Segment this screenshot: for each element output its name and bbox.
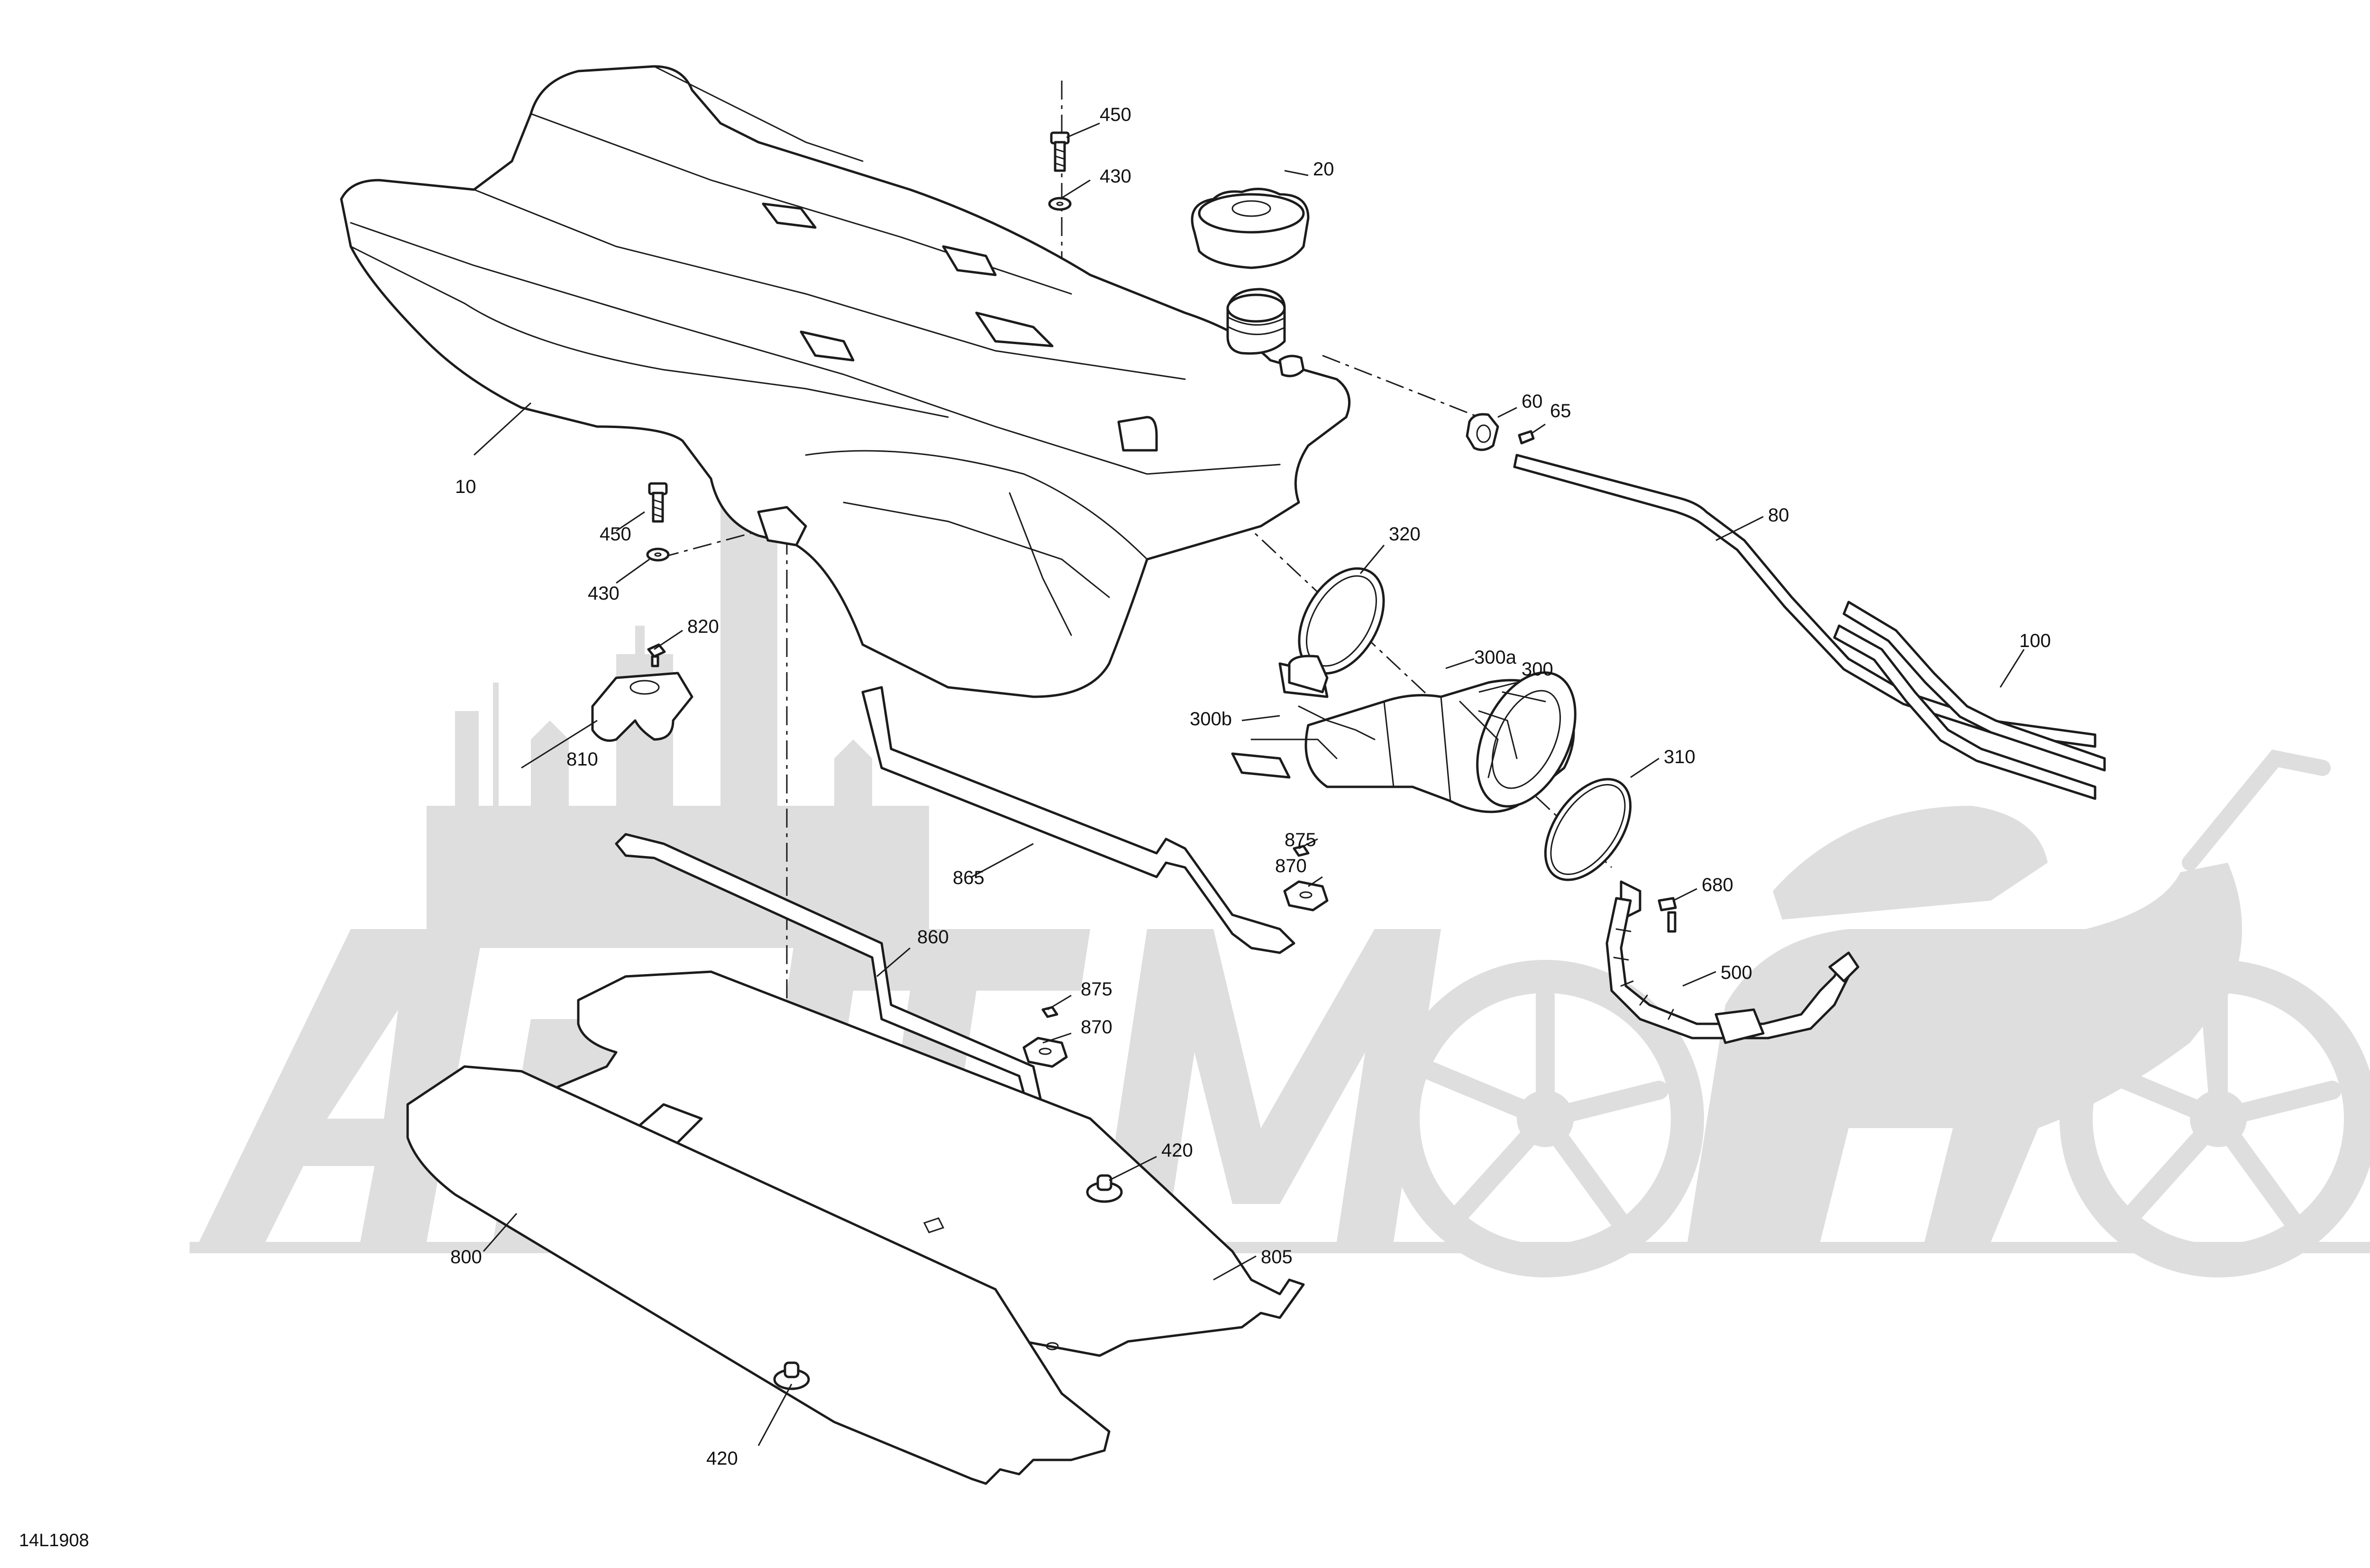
leader-lines xyxy=(473,122,2025,1446)
callout-420-lower: 420 xyxy=(706,1448,738,1469)
bracket-810 xyxy=(591,672,693,742)
vent-grommet-60 xyxy=(1466,413,1499,451)
callout-680: 680 xyxy=(1702,875,1733,895)
fuel-hose-500 xyxy=(1605,880,1860,1044)
callout-450-lower: 450 xyxy=(600,524,631,545)
plate-800 xyxy=(406,1065,1111,1485)
callout-430-upper: 430 xyxy=(1100,166,1131,187)
callout-800: 800 xyxy=(450,1247,482,1267)
diagram-code: 14L1908 xyxy=(19,1531,89,1550)
clamp-680 xyxy=(1658,897,1677,933)
callout-820: 820 xyxy=(687,616,719,637)
callout-870-lower: 870 xyxy=(1081,1017,1112,1038)
callout-430-lower: 430 xyxy=(588,583,620,604)
strap-865 xyxy=(861,686,1295,954)
callout-875-upper: 875 xyxy=(1285,830,1316,850)
callout-60: 60 xyxy=(1522,391,1543,412)
retaining-ring-310 xyxy=(1544,778,1632,881)
vent-hose-80 xyxy=(1513,454,2097,748)
callout-865: 865 xyxy=(953,867,984,888)
washer-430-lower xyxy=(646,547,670,562)
fuel-tank xyxy=(340,65,1351,698)
callout-labels: 10 20 60 65 80 100 300 300a 300b 310 320… xyxy=(450,104,2051,1469)
bolt-450-upper xyxy=(1050,131,1070,172)
callout-300a: 300a xyxy=(1474,647,1517,668)
callout-805: 805 xyxy=(1261,1247,1293,1267)
callout-860: 860 xyxy=(917,927,949,948)
callout-310: 310 xyxy=(1664,747,1695,767)
fuel-pump-module-300 xyxy=(1250,671,1577,813)
nut-870-upper xyxy=(1283,880,1329,912)
callout-420-upper: 420 xyxy=(1161,1140,1193,1161)
bolt-450-lower xyxy=(648,482,668,523)
callout-65: 65 xyxy=(1550,401,1571,421)
callout-10: 10 xyxy=(455,476,476,497)
callout-810: 810 xyxy=(566,749,598,770)
vent-hose-100 xyxy=(1833,601,2106,800)
callout-80: 80 xyxy=(1768,505,1789,526)
grommet-420-lower xyxy=(773,1361,810,1390)
callout-870-upper: 870 xyxy=(1275,856,1307,876)
grommet-420-upper xyxy=(1086,1174,1123,1203)
callout-320: 320 xyxy=(1389,524,1421,545)
callout-875-lower: 875 xyxy=(1081,979,1112,1000)
nut-870-lower xyxy=(1022,1037,1068,1068)
callout-300b: 300b xyxy=(1190,709,1232,729)
callout-300: 300 xyxy=(1522,659,1553,680)
clip-65 xyxy=(1518,430,1535,445)
washer-430-upper xyxy=(1048,197,1072,211)
callout-20: 20 xyxy=(1313,159,1334,180)
screw-820 xyxy=(647,643,666,667)
fuel-cap xyxy=(1191,188,1310,269)
callout-450-upper: 450 xyxy=(1100,104,1131,125)
callout-500: 500 xyxy=(1721,962,1752,983)
callout-100: 100 xyxy=(2019,630,2051,651)
float-300b xyxy=(1231,655,1329,779)
